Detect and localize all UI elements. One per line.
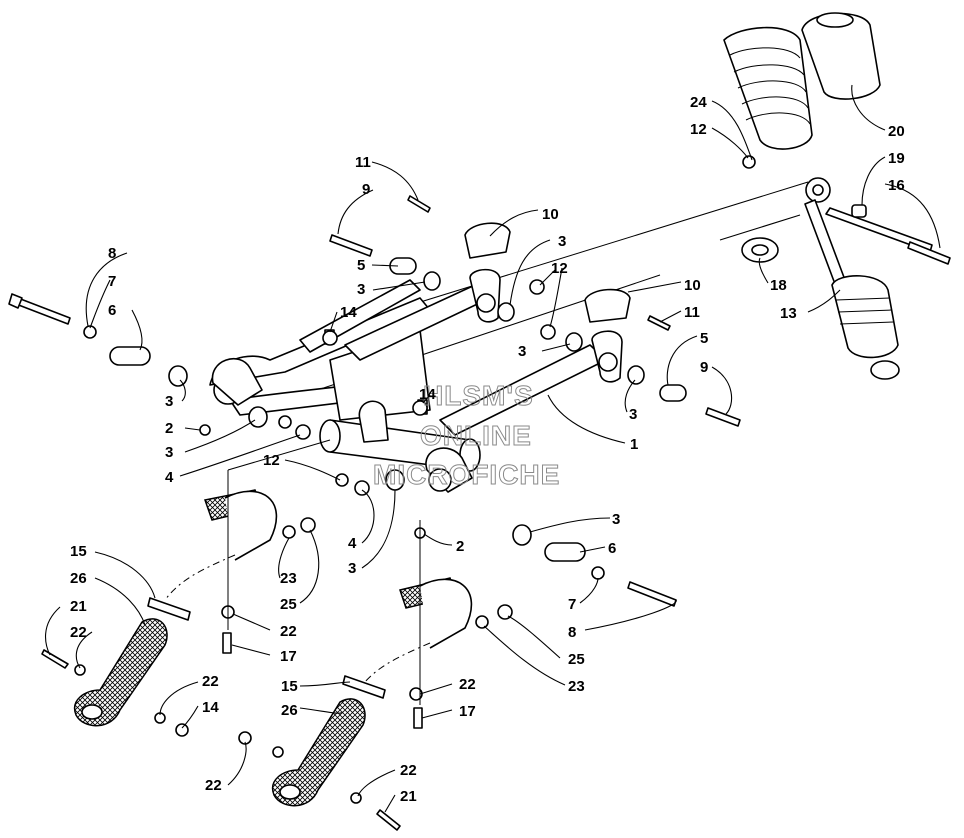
front-arm-right bbox=[439, 330, 623, 436]
callout-15: 15 bbox=[281, 678, 298, 695]
callout-1: 1 bbox=[630, 436, 638, 453]
watermark: HLSM'S ONLINE MICROFICHE bbox=[373, 380, 560, 491]
callout-13: 13 bbox=[780, 305, 797, 322]
callout-22: 22 bbox=[202, 673, 219, 690]
callout-7: 7 bbox=[568, 596, 576, 613]
callout-6: 6 bbox=[108, 302, 116, 319]
callout-3: 3 bbox=[558, 233, 566, 250]
drop-lines bbox=[227, 439, 421, 705]
front-arm-left bbox=[344, 268, 501, 361]
bolts bbox=[8, 195, 951, 831]
callout-5: 5 bbox=[700, 330, 708, 347]
callout-26: 26 bbox=[70, 570, 87, 587]
watermark-line-2: ONLINE bbox=[420, 420, 532, 451]
callout-12: 12 bbox=[690, 121, 707, 138]
callout-4: 4 bbox=[165, 469, 174, 486]
callout-2: 2 bbox=[165, 420, 173, 437]
callout-18: 18 bbox=[770, 277, 787, 294]
callout-11: 11 bbox=[355, 154, 371, 171]
parts-layer bbox=[8, 12, 951, 831]
callout-19: 19 bbox=[888, 150, 905, 167]
callout-12: 12 bbox=[551, 260, 568, 277]
callout-3: 3 bbox=[357, 281, 365, 298]
callout-26: 26 bbox=[281, 702, 298, 719]
callout-24: 24 bbox=[690, 94, 707, 111]
shock-absorber bbox=[723, 12, 933, 380]
callout-17: 17 bbox=[280, 648, 297, 665]
watermark-line-3: MICROFICHE bbox=[373, 459, 560, 490]
callout-23: 23 bbox=[280, 570, 297, 587]
callout-17: 17 bbox=[459, 703, 476, 720]
callout-23: 23 bbox=[568, 678, 585, 695]
callout-22: 22 bbox=[400, 762, 417, 779]
callout-22: 22 bbox=[280, 623, 297, 640]
callout-9: 9 bbox=[700, 359, 708, 376]
wheel-arm-left bbox=[73, 489, 278, 727]
callout-8: 8 bbox=[568, 624, 576, 641]
callout-14: 14 bbox=[340, 304, 357, 321]
callout-5: 5 bbox=[357, 257, 365, 274]
callout-3: 3 bbox=[518, 343, 526, 360]
callout-3: 3 bbox=[629, 406, 637, 423]
callout-4: 4 bbox=[348, 535, 357, 552]
watermark-line-1: HLSM'S bbox=[423, 380, 534, 411]
callout-7: 7 bbox=[108, 273, 116, 290]
callout-22: 22 bbox=[459, 676, 476, 693]
callout-9: 9 bbox=[362, 181, 370, 198]
callout-10: 10 bbox=[684, 277, 701, 294]
callout-25: 25 bbox=[280, 596, 297, 613]
callout-8: 8 bbox=[108, 245, 116, 262]
callout-22: 22 bbox=[205, 777, 222, 794]
leader-lines bbox=[45, 84, 941, 813]
callout-14: 14 bbox=[202, 699, 219, 716]
callout-16: 16 bbox=[888, 177, 905, 194]
callout-14: 14 bbox=[419, 386, 436, 403]
callout-labels: 11 9 10 3 5 12 3 14 10 11 5 3 9 14 3 1 8… bbox=[70, 94, 905, 805]
pivot-blocks bbox=[109, 222, 687, 562]
callout-3: 3 bbox=[612, 511, 620, 528]
callout-20: 20 bbox=[888, 123, 905, 140]
callout-25: 25 bbox=[568, 651, 585, 668]
callout-3: 3 bbox=[165, 393, 173, 410]
callout-11: 11 bbox=[684, 304, 700, 321]
callout-3: 3 bbox=[165, 444, 173, 461]
callout-21: 21 bbox=[400, 788, 417, 805]
callout-10: 10 bbox=[542, 206, 559, 223]
wheel-arm-right bbox=[271, 577, 473, 807]
callout-22: 22 bbox=[70, 624, 87, 641]
callout-3: 3 bbox=[348, 560, 356, 577]
callout-21: 21 bbox=[70, 598, 87, 615]
callout-2: 2 bbox=[456, 538, 464, 555]
callout-12: 12 bbox=[263, 452, 280, 469]
callout-15: 15 bbox=[70, 543, 87, 560]
callout-6: 6 bbox=[608, 540, 616, 557]
